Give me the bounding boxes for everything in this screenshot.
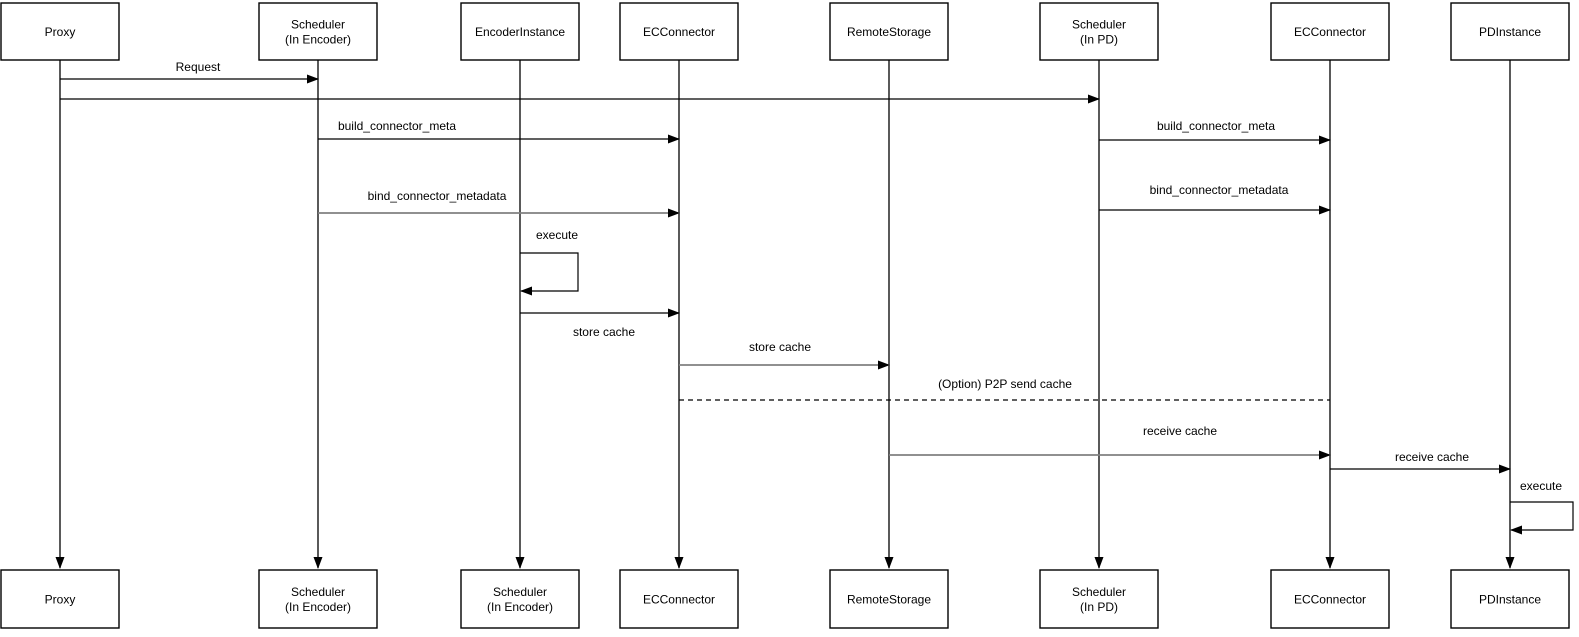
message-label-execute-pd: execute [1520,479,1562,493]
actor-top-pd-instance [1450,2,1570,61]
actor-bottom-scheduler-pd [1039,569,1159,629]
actor-bottom-label-scheduler-encoder: Scheduler [291,585,345,599]
actor-top-label-ec-connector-2: ECConnector [1294,25,1366,39]
message-label-build-connector-meta-pd: build_connector_meta [1157,119,1275,133]
actor-bottom-label-scheduler-pd: Scheduler [1072,585,1126,599]
actor-top-label-scheduler-pd: Scheduler [1072,18,1126,32]
actor-bottom-scheduler-encoder [258,569,378,629]
message-label-bind-connector-metadata-pd: bind_connector_metadata [1150,183,1289,197]
message-execute-pd [1510,501,1574,535]
message-label-p2p-send-cache: (Option) P2P send cache [938,377,1072,391]
actor-bottom-label-scheduler-encoder: (In Encoder) [285,600,351,614]
message-label-store-cache-to-connector: store cache [573,325,635,339]
message-execute-encoder [520,252,579,296]
actor-bottom-pd-instance [1450,569,1570,629]
actor-bottom-label-proxy: Proxy [45,593,76,607]
actor-top-label-ec-connector: ECConnector [643,25,715,39]
actor-bottom-encoder-instance [460,569,580,629]
actor-top-label-remote-storage: RemoteStorage [847,25,931,39]
actor-top-scheduler-encoder [258,2,378,61]
actor-top-ec-connector [619,2,739,61]
actor-top-ec-connector-2 [1270,2,1390,61]
actor-bottom-label-encoder-instance: Scheduler [493,585,547,599]
message-label-receive-cache-to-pd: receive cache [1395,450,1469,464]
actor-top-scheduler-pd [1039,2,1159,61]
actor-top-proxy [0,2,120,61]
actor-bottom-remote-storage [829,569,949,629]
message-label-receive-cache-from-remote: receive cache [1143,424,1217,438]
actor-bottom-label-remote-storage: RemoteStorage [847,593,931,607]
actor-top-label-proxy: Proxy [45,25,76,39]
actor-top-label-scheduler-pd: (In PD) [1080,33,1118,47]
actor-bottom-label-ec-connector-2: ECConnector [1294,593,1366,607]
actor-top-encoder-instance [460,2,580,61]
actor-bottom-ec-connector [619,569,739,629]
actor-top-label-scheduler-encoder: Scheduler [291,18,345,32]
message-label-store-cache-to-remote: store cache [749,340,811,354]
message-label-bind-connector-metadata-encoder: bind_connector_metadata [368,189,507,203]
actor-top-label-scheduler-encoder: (In Encoder) [285,33,351,47]
message-label-request: Request [176,60,221,74]
actor-bottom-label-pd-instance: PDInstance [1479,593,1541,607]
actor-bottom-label-ec-connector: ECConnector [643,593,715,607]
message-label-execute-encoder: execute [536,228,578,242]
actor-bottom-label-encoder-instance: (In Encoder) [487,600,553,614]
message-label-build-connector-meta-encoder: build_connector_meta [338,119,456,133]
actor-top-remote-storage [829,2,949,61]
actor-bottom-proxy [0,569,120,629]
actor-top-label-pd-instance: PDInstance [1479,25,1541,39]
actor-bottom-ec-connector-2 [1270,569,1390,629]
actor-bottom-label-scheduler-pd: (In PD) [1080,600,1118,614]
actor-top-label-encoder-instance: EncoderInstance [475,25,565,39]
